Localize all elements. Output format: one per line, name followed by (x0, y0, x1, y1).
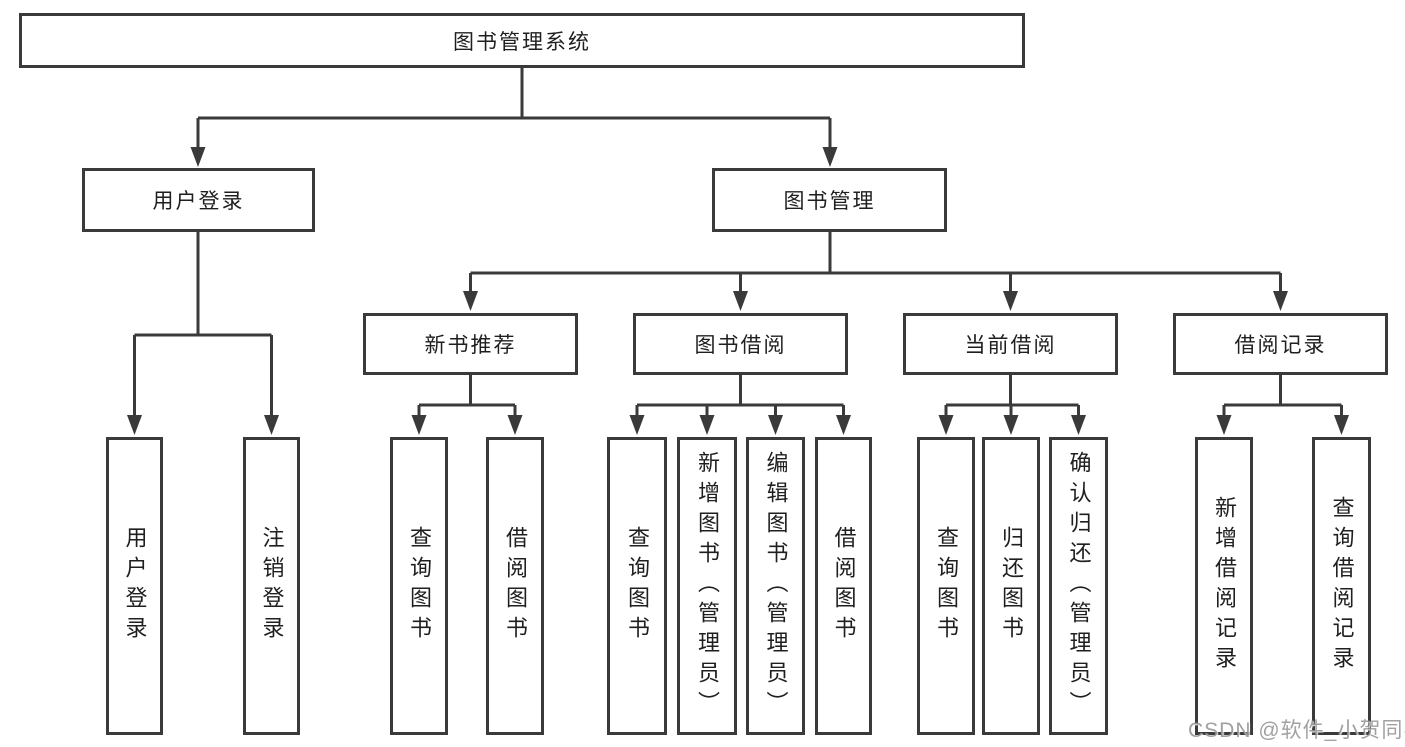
leaf-query-books-recommend: 查询图书 (390, 437, 448, 735)
arrow-icon (190, 147, 206, 167)
node-book-borrow: 图书借阅 (633, 313, 848, 375)
node-label: 注销登录 (259, 526, 285, 646)
node-label: 新增图书（管理员） (695, 451, 720, 721)
leaf-query-books-current: 查询图书 (917, 437, 975, 735)
node-current-borrow: 当前借阅 (903, 313, 1118, 375)
arrow-icon (411, 415, 427, 435)
leaf-borrow-books: 借阅图书 (815, 437, 872, 735)
node-label: 查询图书 (625, 526, 650, 646)
leaf-add-book-admin: 新增图书（管理员） (677, 437, 737, 735)
leaf-query-borrow-record: 查询借阅记录 (1312, 437, 1371, 735)
leaf-borrow-books-recommend: 借阅图书 (486, 437, 544, 735)
node-label: 图书借阅 (694, 334, 787, 357)
leaf-return-books: 归还图书 (982, 437, 1040, 735)
node-label: 借阅记录 (1234, 334, 1327, 357)
arrow-icon (733, 291, 748, 311)
node-label: 查询图书 (934, 526, 959, 646)
leaf-user-login: 用户登录 (106, 437, 163, 735)
arrow-icon (1071, 415, 1086, 435)
leaf-add-borrow-record: 新增借阅记录 (1195, 437, 1253, 735)
node-borrow-record: 借阅记录 (1173, 313, 1388, 375)
node-label: 新增借阅记录 (1212, 496, 1237, 676)
node-label: 借阅图书 (831, 526, 857, 646)
leaf-query-books-borrow: 查询图书 (607, 437, 667, 735)
arrow-icon (1334, 415, 1349, 435)
node-label: 查询图书 (407, 526, 432, 646)
node-label: 图书管理 (783, 190, 876, 213)
arrow-icon (264, 415, 279, 435)
arrowheads (127, 147, 1349, 435)
arrow-icon (463, 291, 478, 311)
leaf-edit-book-admin: 编辑图书（管理员） (746, 437, 805, 735)
csdn-watermark: CSDN @软件_小贺同学 (1188, 719, 1405, 742)
leaf-confirm-return-admin: 确认归还（管理员） (1049, 437, 1108, 735)
arrow-icon (768, 415, 783, 435)
node-new-book-recommend: 新书推荐 (363, 313, 578, 375)
arrow-icon (1003, 291, 1018, 311)
node-book-management: 图书管理 (712, 168, 947, 232)
arrow-icon (1216, 415, 1232, 435)
node-label: 编辑图书（管理员） (763, 451, 789, 721)
arrow-icon (1003, 415, 1019, 435)
node-label: 图书管理系统 (453, 30, 591, 54)
arrow-icon (629, 415, 645, 435)
tree-edges (133, 68, 1343, 417)
arrow-icon (1273, 291, 1288, 311)
arrow-icon (836, 415, 851, 435)
arrow-icon (507, 415, 523, 435)
node-label: 用户登录 (122, 526, 148, 646)
node-label: 新书推荐 (424, 334, 517, 357)
node-label: 归还图书 (999, 526, 1024, 646)
arrow-icon (699, 415, 715, 435)
node-user-login: 用户登录 (82, 168, 315, 232)
arrow-icon (822, 147, 838, 167)
node-label: 当前借阅 (964, 334, 1057, 357)
node-label: 用户登录 (152, 190, 245, 213)
node-library-system: 图书管理系统 (19, 13, 1025, 68)
node-label: 借阅图书 (503, 526, 528, 646)
leaf-logout: 注销登录 (243, 437, 300, 735)
arrow-icon (938, 415, 954, 435)
node-label: 查询借阅记录 (1329, 496, 1355, 676)
arrow-icon (127, 415, 142, 435)
node-label: 确认归还（管理员） (1066, 451, 1092, 721)
